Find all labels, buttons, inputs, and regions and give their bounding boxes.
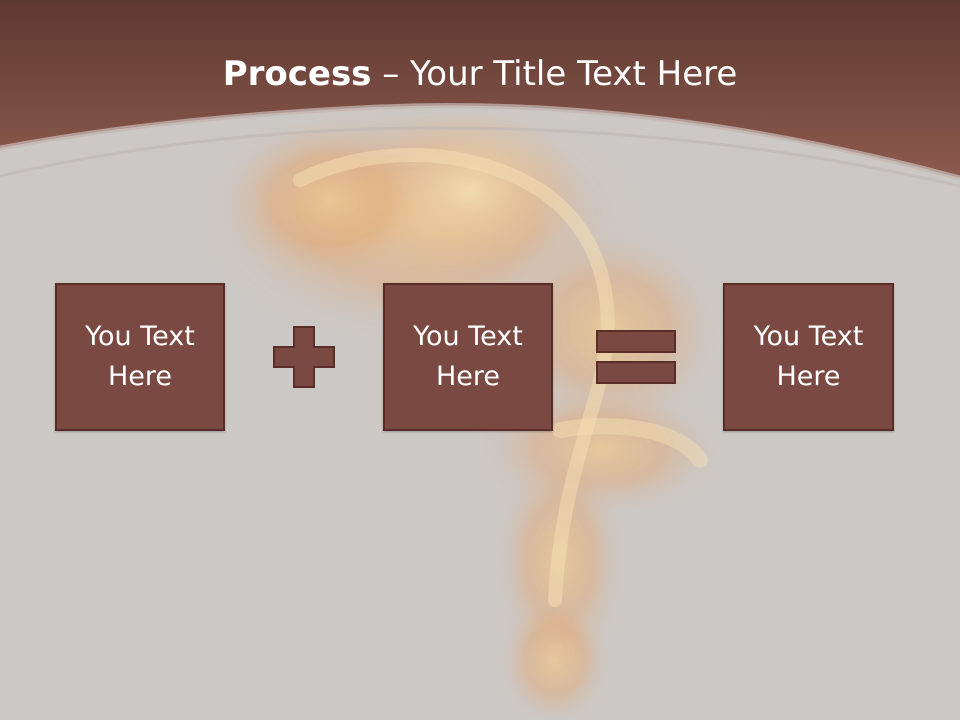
plus-icon xyxy=(273,326,335,388)
process-box-3: You Text Here xyxy=(723,283,894,431)
slide-title: Process – Your Title Text Here xyxy=(0,52,960,96)
title-rest: – Your Title Text Here xyxy=(371,54,738,94)
title-bold: Process xyxy=(222,54,372,94)
process-box-2: You Text Here xyxy=(383,283,553,431)
process-box-3-text: You Text Here xyxy=(753,321,864,392)
process-box-1: You Text Here xyxy=(55,283,225,431)
process-box-2-text: You Text Here xyxy=(413,321,523,392)
equals-icon xyxy=(596,330,676,384)
process-box-1-text: You Text Here xyxy=(85,321,195,392)
